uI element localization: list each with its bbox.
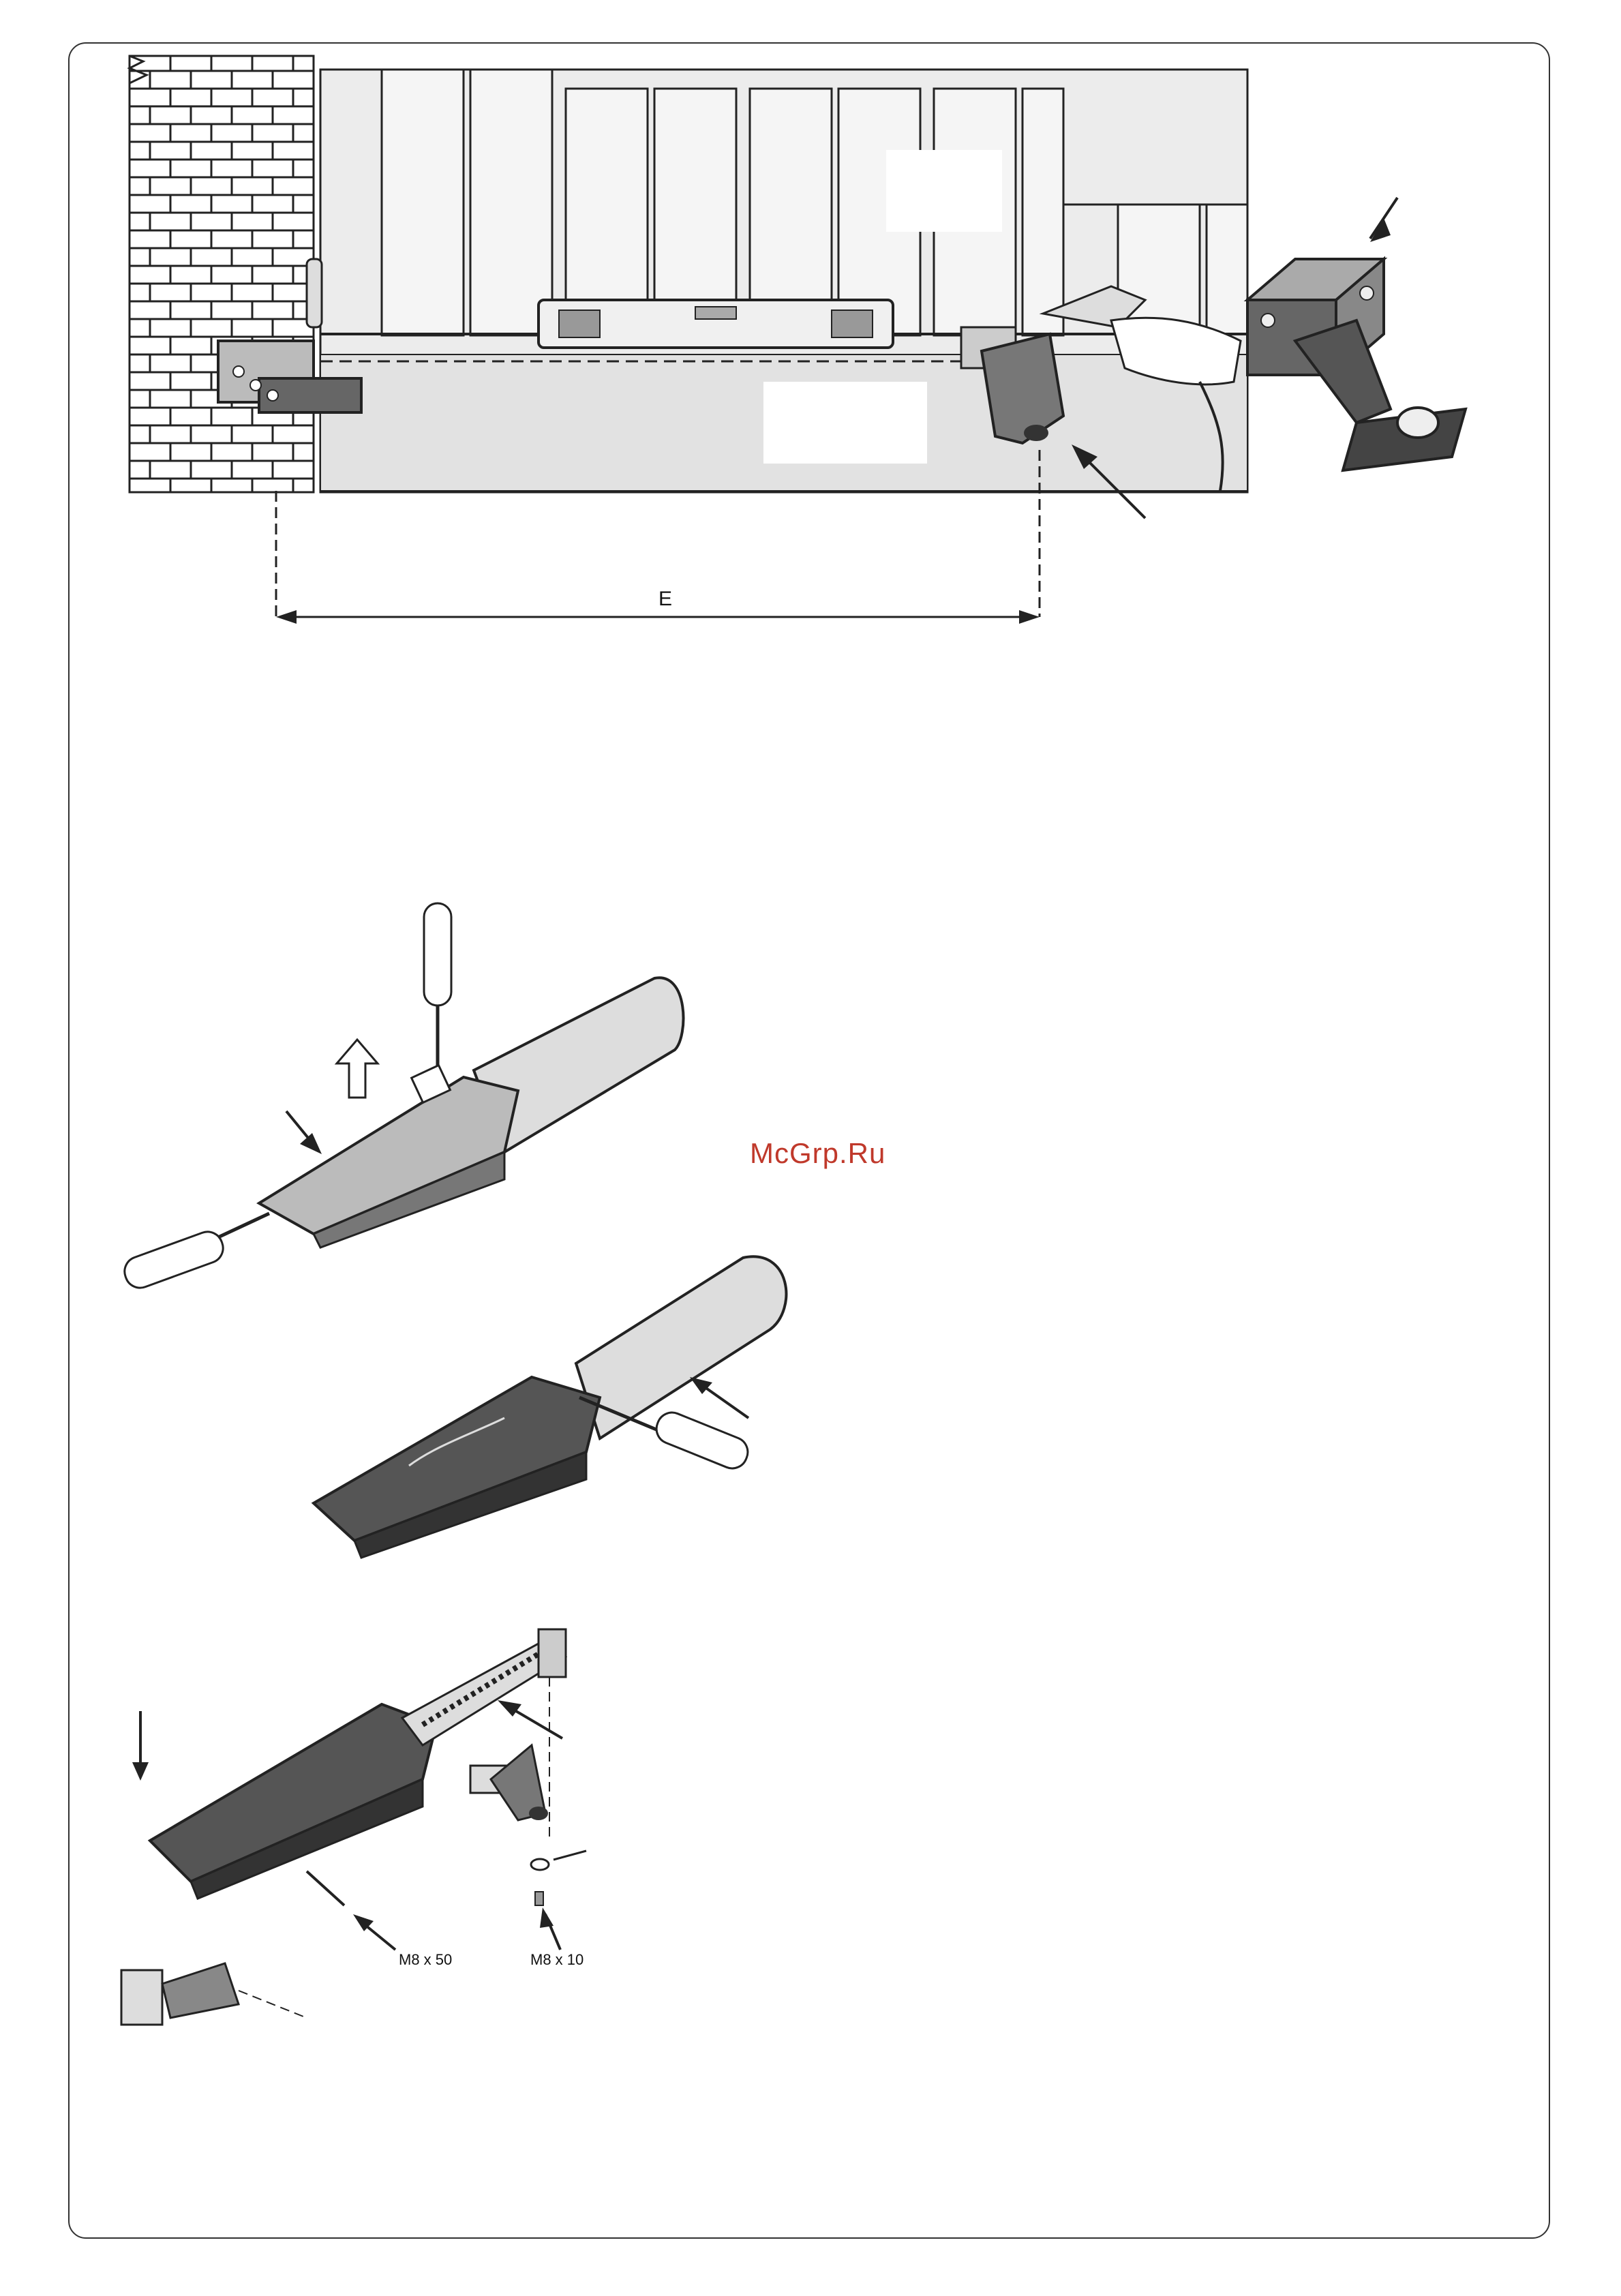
up-arrow (337, 1040, 378, 1098)
screw-label-m8x10: M8 x 10 (530, 1951, 584, 1969)
bracket-detail (1247, 259, 1466, 470)
dimension-label: E (658, 588, 672, 611)
pointer-arrow-cover (286, 1111, 322, 1154)
pointer-arrow-spindle (498, 1700, 562, 1738)
washer (531, 1851, 586, 1870)
actuator-open (314, 1256, 786, 1558)
watermark: McGrp.Ru (750, 1137, 885, 1170)
front-bracket-assembly (470, 1745, 548, 1820)
spirit-level (539, 300, 893, 348)
pointer-arrow-screw (690, 1377, 748, 1418)
screwdriver-top (424, 903, 451, 1077)
screw-m8x50 (307, 1871, 395, 1950)
actuator-assembly (150, 1629, 566, 1899)
screw-label-m8x50: M8 x 50 (399, 1951, 452, 1969)
rear-bracket-assembly (121, 1963, 307, 2025)
blank-label-box-top (886, 150, 1002, 232)
brick-pillar (130, 56, 314, 492)
blank-label-box-bottom (763, 382, 927, 464)
hinge (307, 259, 322, 327)
screwdriver-left (121, 1213, 269, 1292)
screw-m8x10 (535, 1892, 560, 1950)
actuator-closed (259, 978, 683, 1248)
pointer-arrow-detail (1370, 198, 1397, 242)
pointer-arrow-down (132, 1711, 149, 1781)
